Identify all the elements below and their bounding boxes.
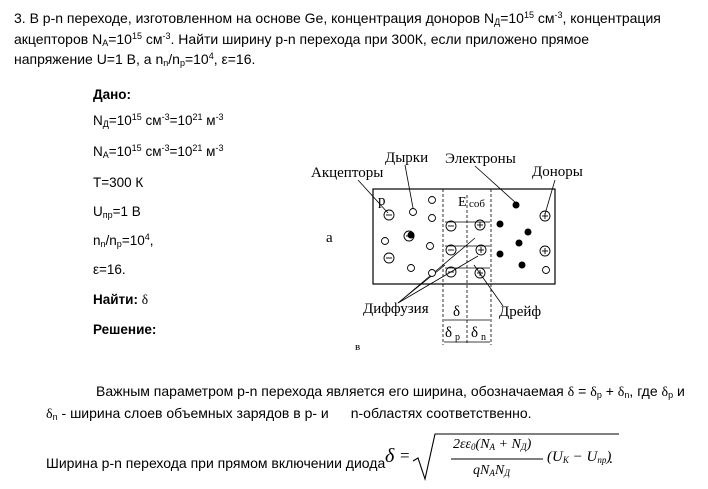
donor-ion: [475, 244, 487, 256]
formula-numerator: 2εε0(NA + NД): [453, 437, 532, 452]
label-delta-p-sub: р: [455, 332, 460, 343]
electron: [524, 228, 532, 236]
width-definition-line-1: Важным параметром p-n перехода является …: [96, 383, 685, 400]
pointer-holes: [404, 164, 414, 209]
pointer-diffusion-3: [397, 264, 446, 304]
hole: [428, 196, 436, 204]
formula-delta: δ: [385, 445, 395, 467]
donor-ion: [539, 245, 551, 257]
acceptor-ion: [383, 252, 395, 264]
label-electrons: Электроны: [445, 151, 516, 167]
width-formula: δ = 2εε0(NA + NД) qNANД (UK − Uпр) .: [383, 431, 623, 483]
formula-radical: [412, 433, 619, 482]
label-donors: Доноры: [532, 164, 583, 180]
acceptor-ion: [445, 244, 457, 256]
acceptor-ion: [445, 266, 457, 278]
electron: [407, 231, 415, 239]
label-delta-p: δ: [445, 325, 452, 341]
label-p: p: [378, 193, 386, 209]
electron: [518, 261, 526, 269]
hole: [381, 237, 389, 245]
formula-voltage-term: (UK − Uпр): [547, 449, 612, 465]
label-drift: Дрейф: [499, 304, 541, 320]
crystal-outline: [372, 188, 556, 285]
label-field: E: [458, 195, 467, 210]
label-acceptors: Акцепторы: [311, 165, 383, 181]
electron: [515, 239, 523, 247]
pointer-donors: [544, 179, 556, 215]
acceptor-ion: [445, 220, 457, 232]
given-na: NА=1015 см-3=1021 м-3: [93, 143, 224, 160]
pointer-acceptors: [357, 179, 389, 214]
donor-ion: [539, 210, 551, 222]
given-nd: NД=1015 см-3=1021 м-3: [93, 112, 224, 129]
label-a: а: [326, 230, 333, 246]
label-caption: в: [355, 341, 360, 350]
hole: [407, 264, 415, 272]
acceptor-ion: [383, 209, 395, 221]
label-field-sub: соб: [469, 198, 485, 210]
pointer-electrons: [474, 165, 517, 204]
given-temperature: T=300 К: [93, 175, 144, 190]
electron: [496, 220, 504, 228]
label-delta-n: δ: [471, 325, 478, 341]
electron: [512, 201, 520, 209]
width-definition-line-2: δn - ширина слоев объемных зарядов в р- …: [46, 405, 532, 422]
formula-equals: =: [400, 446, 410, 465]
problem-statement: 3. В p-n переходе, изготовленном на осно…: [14, 8, 694, 70]
problem-line-3: напряжение U=1 В, а nn/np=104, ε=16.: [14, 51, 256, 68]
hole: [428, 269, 436, 277]
hole: [426, 242, 434, 250]
given-epsilon: ε=16.: [93, 262, 126, 277]
given-ratio: nn/np=104,: [93, 232, 154, 249]
label-holes: Дырки: [385, 150, 428, 166]
label-delta: δ: [453, 304, 460, 320]
electron: [496, 250, 504, 258]
problem-line-1: 3. В p-n переходе, изготовленном на осно…: [14, 10, 661, 27]
forward-bias-width-text: Ширина p-n перехода при прямом включении…: [46, 455, 386, 471]
pointer-drift: [473, 264, 504, 307]
formula-denominator: qNANД: [473, 463, 510, 478]
pn-junction-diagram: Акцепторы Дырки Электроны Доноры а Диффу…: [311, 150, 583, 350]
solution-title: Решение:: [93, 322, 157, 337]
hole: [428, 214, 436, 222]
problem-line-2: акцепторов NА=1015 см-3. Найти ширину p-…: [14, 30, 590, 48]
hole: [542, 266, 550, 274]
donor-ion: [474, 219, 486, 231]
formula-period: .: [609, 451, 613, 467]
label-delta-n-sub: n: [481, 332, 486, 343]
given-voltage: Uпр=1 В: [93, 204, 141, 220]
hole: [409, 208, 417, 216]
pointer-diffusion-2: [397, 255, 479, 304]
label-diffusion: Диффузия: [363, 301, 429, 317]
donor-ion: [474, 267, 486, 279]
find-line: Найти: δ: [93, 292, 149, 307]
given-title: Дано:: [93, 87, 132, 102]
